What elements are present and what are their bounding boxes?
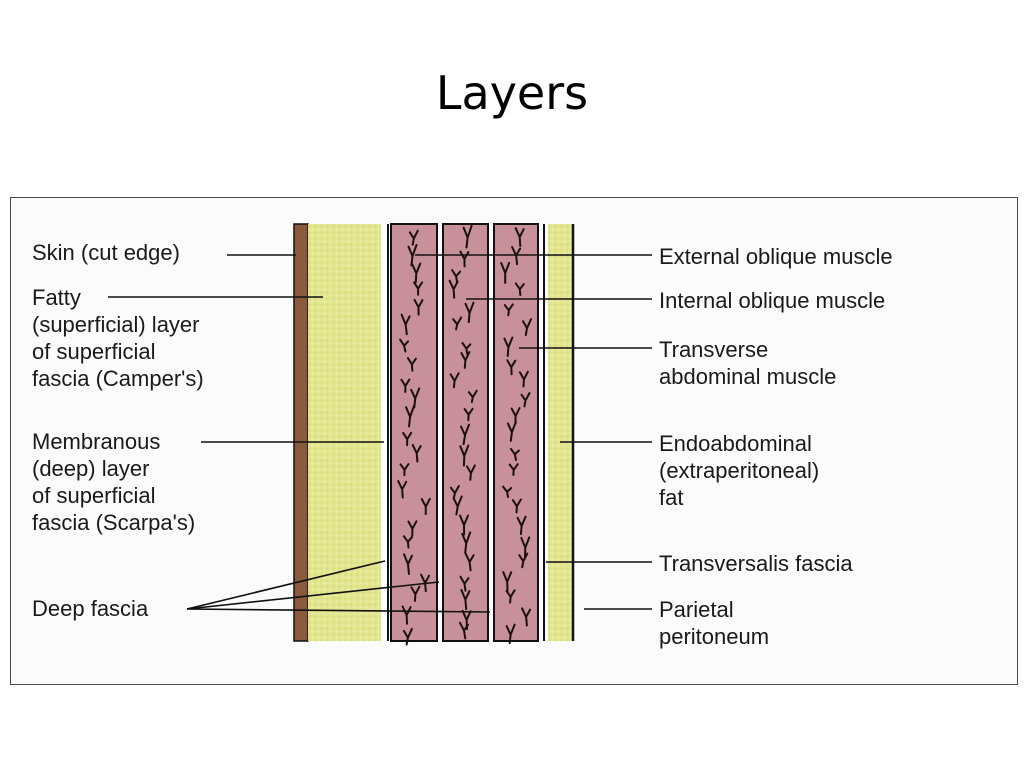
muscle-fiber-mark — [402, 535, 413, 549]
muscle-fiber-mark — [413, 281, 424, 296]
muscle-fiber-mark — [402, 627, 413, 646]
label-fatty-layer: Fatty (superficial) layer of superficial… — [32, 285, 204, 391]
muscle-fiber-mark — [399, 338, 410, 353]
label-internal-oblique: Internal oblique muscle — [659, 288, 886, 313]
label-transversalis-fascia: Transversalis fascia — [659, 551, 853, 576]
muscle-fiber-mark — [464, 301, 475, 324]
muscle-fiber-mark — [509, 447, 520, 461]
muscle-fiber-mark — [511, 498, 522, 514]
muscle-fiber-mark — [459, 444, 470, 467]
leader-deep-fascia-2 — [186, 581, 440, 610]
muscle-fiber-mark — [500, 261, 511, 284]
muscle-fiber-mark — [463, 407, 474, 422]
muscle-fiber-mark — [461, 531, 472, 554]
muscle-fiber-mark — [452, 316, 463, 331]
muscle-fiber-mark — [459, 514, 469, 536]
muscle-fiber-mark — [459, 575, 470, 592]
muscle-fiber-mark — [503, 303, 514, 317]
muscle-fiber-mark — [402, 431, 413, 447]
muscle-fiber-mark — [460, 351, 471, 369]
muscle-fiber-mark — [407, 520, 418, 537]
muscle-fiber-mark — [521, 607, 532, 627]
fatty-layer-texture — [308, 224, 381, 641]
muscle-fiber-mark — [518, 370, 529, 388]
transverse-abdominal-layer — [493, 223, 539, 642]
muscle-fiber-mark — [408, 229, 419, 246]
label-transverse-abdominal: Transverse abdominal muscle — [659, 337, 837, 389]
muscle-fiber-mark — [400, 378, 411, 393]
membranous-layer — [381, 224, 388, 641]
muscle-fiber-mark — [397, 480, 408, 499]
muscle-fiber-mark — [518, 552, 529, 569]
muscle-fiber-marks — [397, 224, 532, 646]
label-membranous-layer: Membranous (deep) layer of superficial f… — [32, 429, 196, 535]
label-parietal-peritoneum: Parietal peritoneum — [659, 597, 770, 649]
skin-layer — [293, 223, 309, 642]
muscle-fiber-mark — [400, 313, 411, 336]
muscle-fiber-mark — [405, 404, 416, 428]
muscle-fiber-mark — [516, 515, 527, 536]
muscle-fiber-mark — [459, 621, 469, 640]
muscle-fiber-mark — [399, 463, 410, 477]
muscle-fiber-mark — [460, 589, 471, 611]
muscle-fiber-mark — [413, 298, 424, 316]
muscle-fiber-mark — [464, 552, 475, 572]
muscle-fiber-mark — [448, 279, 459, 299]
leader-deep-fascia-3 — [186, 608, 491, 613]
leader-lines — [108, 254, 652, 613]
muscle-fiber-mark — [502, 571, 513, 593]
muscle-fiber-mark — [462, 224, 473, 249]
muscle-fiber-mark — [508, 463, 519, 476]
muscle-fiber-mark — [520, 536, 531, 559]
muscle-fiber-mark — [467, 389, 478, 404]
muscle-fiber-mark — [403, 553, 413, 575]
slide-title: Layers — [435, 66, 589, 120]
muscle-fiber-mark — [411, 262, 422, 284]
muscle-fiber-mark — [505, 623, 516, 645]
muscle-fiber-mark — [514, 282, 525, 297]
leader-deep-fascia-1 — [186, 560, 386, 610]
muscle-fiber-mark — [502, 485, 513, 498]
muscle-fiber-mark — [411, 443, 422, 463]
label-endoabdominal-fat: Endoabdominal (extraperitoneal) fat — [659, 431, 820, 510]
label-external-oblique: External oblique muscle — [659, 244, 893, 269]
figure-frame: Skin (cut edge) Fatty (superficial) laye… — [10, 197, 1018, 685]
muscle-fiber-mark — [514, 227, 525, 247]
muscle-fiber-mark — [505, 589, 516, 604]
muscle-fiber-mark — [449, 372, 460, 389]
muscle-fiber-mark — [420, 497, 431, 516]
muscle-fiber-mark — [465, 464, 476, 481]
muscle-fiber-mark — [406, 357, 417, 372]
muscle-fiber-mark — [506, 359, 517, 376]
muscle-fiber-mark — [452, 495, 463, 516]
muscle-fiber-mark — [522, 318, 532, 337]
label-skin: Skin (cut edge) — [32, 240, 180, 265]
muscle-fiber-mark — [401, 605, 412, 625]
muscle-fiber-mark — [461, 341, 472, 356]
label-deep-fascia: Deep fascia — [32, 596, 149, 621]
endoabdominal-fat-texture — [548, 224, 572, 641]
muscle-fiber-mark — [520, 392, 531, 408]
muscle-fiber-mark — [503, 336, 514, 357]
muscle-fiber-mark — [506, 420, 517, 442]
external-oblique-layer — [390, 223, 438, 642]
muscle-fiber-mark — [460, 423, 470, 446]
abdominal-wall-layers-diagram — [108, 223, 652, 646]
muscle-fiber-mark — [410, 585, 421, 602]
